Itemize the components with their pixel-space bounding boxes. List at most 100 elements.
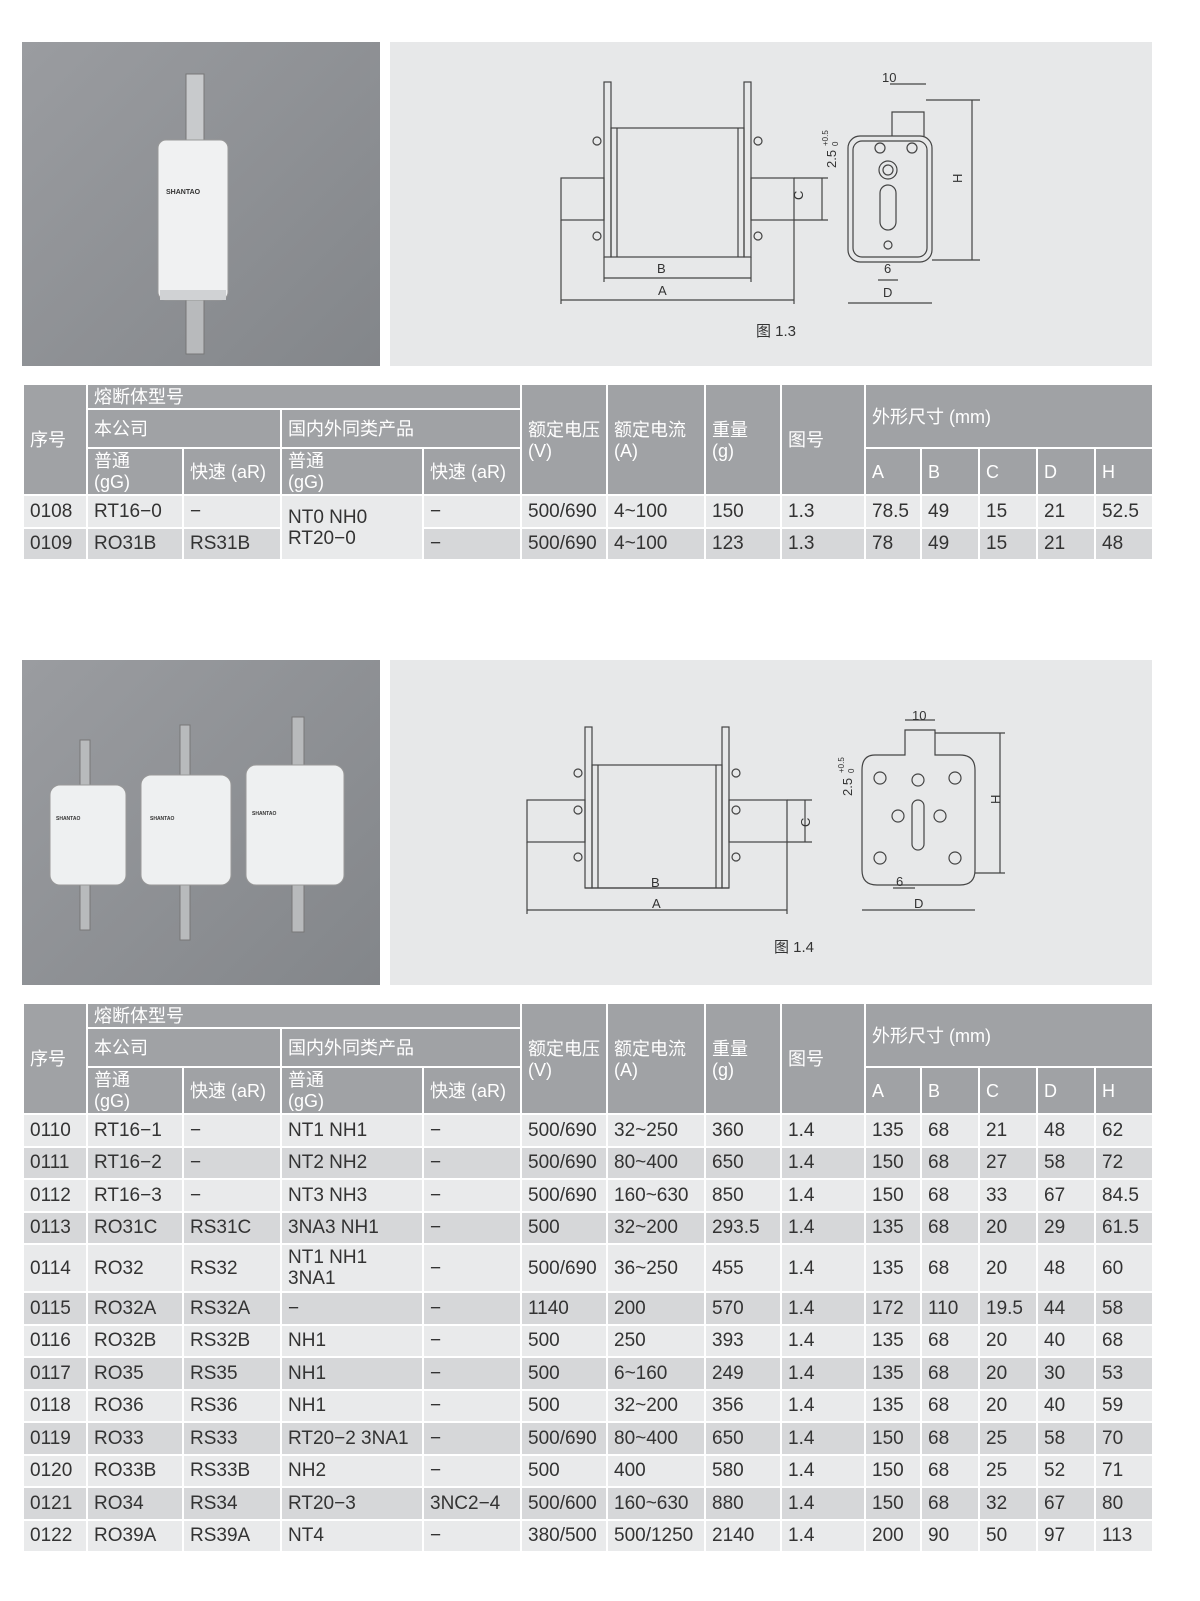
svg-text:6: 6 bbox=[896, 874, 903, 889]
table-cell: 32~200 bbox=[606, 1210, 706, 1245]
table-cell: 160~630 bbox=[606, 1178, 706, 1213]
header-similar: 国内外同类产品 bbox=[280, 1027, 522, 1068]
table-cell: RO34 bbox=[86, 1486, 184, 1521]
table-cell: 135 bbox=[864, 1323, 922, 1358]
table-cell: RO31C bbox=[86, 1210, 184, 1245]
header-similar-normal: 普通 (gG) bbox=[280, 447, 424, 496]
dimension-drawing-1-3: 10 2.5 +0.5 0 H C B A 6 D 图 1.3 bbox=[560, 70, 980, 340]
table-cell: 80~400 bbox=[606, 1421, 706, 1456]
table-cell: 0117 bbox=[22, 1356, 88, 1391]
table-cell: 20 bbox=[978, 1388, 1038, 1423]
header-voltage: 额定电压 (V) bbox=[520, 1002, 608, 1115]
table-cell: 249 bbox=[704, 1356, 782, 1391]
header-fuse-model: 熔断体型号 bbox=[86, 1002, 522, 1029]
header-weight: 重量 (g) bbox=[704, 1002, 782, 1115]
table-cell: 500/690 bbox=[520, 1145, 608, 1180]
svg-text:SHANTAO: SHANTAO bbox=[150, 816, 174, 822]
table-cell: 15 bbox=[978, 526, 1038, 561]
header-voltage: 额定电压 (V) bbox=[520, 383, 608, 496]
table-cell: RO39A bbox=[86, 1518, 184, 1553]
table-cell: 850 bbox=[704, 1178, 782, 1213]
table-cell: 68 bbox=[1093, 1323, 1155, 1358]
table-cell: 61.5 bbox=[1093, 1210, 1155, 1245]
table-cell: 500 bbox=[520, 1210, 608, 1245]
header-fast: 快速 (aR) bbox=[182, 447, 282, 496]
table-cell: RO32B bbox=[86, 1323, 184, 1358]
figure-panel-1-4: 10 2.5 +0.5 0 H C B A 6 D 图 1.4 bbox=[390, 660, 1152, 985]
product-photo-nt0: SHANTAO bbox=[22, 42, 380, 366]
table-cell: 172 bbox=[864, 1291, 922, 1326]
table-cell: 150 bbox=[864, 1486, 922, 1521]
table-cell: 0115 bbox=[22, 1291, 88, 1326]
table-cell: 32~250 bbox=[606, 1113, 706, 1148]
table-cell: 50 bbox=[978, 1518, 1038, 1553]
table-cell: 58 bbox=[1036, 1145, 1096, 1180]
table-cell: − bbox=[422, 1356, 522, 1391]
table-cell: RS39A bbox=[182, 1518, 282, 1553]
table-cell: NH1 bbox=[280, 1388, 424, 1423]
table-cell: RT20−2 3NA1 bbox=[280, 1421, 424, 1456]
table-cell: 20 bbox=[978, 1323, 1038, 1358]
table-cell: − bbox=[422, 1518, 522, 1553]
svg-text:SHANTAO: SHANTAO bbox=[252, 811, 276, 817]
table-cell: 68 bbox=[920, 1145, 980, 1180]
table-cell: RO32A bbox=[86, 1291, 184, 1326]
table-cell: RS36 bbox=[182, 1388, 282, 1423]
table-cell: 27 bbox=[978, 1145, 1038, 1180]
table-cell: 880 bbox=[704, 1486, 782, 1521]
table-cell: RS32B bbox=[182, 1323, 282, 1358]
table-cell: 20 bbox=[978, 1356, 1038, 1391]
table-cell: − bbox=[182, 494, 282, 529]
svg-text:+0.5: +0.5 bbox=[821, 130, 830, 146]
header-current: 额定电流 (A) bbox=[606, 1002, 706, 1115]
table-cell: 78 bbox=[864, 526, 922, 561]
table-cell: 70 bbox=[1093, 1421, 1155, 1456]
table-cell: 3NA3 NH1 bbox=[280, 1210, 424, 1245]
header-dimensions: 外形尺寸 (mm) bbox=[863, 1002, 1155, 1068]
table-cell: RT16−3 bbox=[86, 1178, 184, 1213]
header-dim-b: B bbox=[920, 1066, 980, 1115]
svg-text:图 1.4: 图 1.4 bbox=[774, 939, 814, 956]
header-similar-fast: 快速 (aR) bbox=[422, 1066, 522, 1115]
header-similar: 国内外同类产品 bbox=[280, 408, 522, 449]
table-cell: RS35 bbox=[182, 1356, 282, 1391]
table-cell: 500/690 bbox=[520, 1243, 608, 1293]
table-cell: 29 bbox=[1036, 1210, 1096, 1245]
table-cell: 1.4 bbox=[780, 1453, 866, 1488]
table-cell: RT16−1 bbox=[86, 1113, 184, 1148]
table-cell: 48 bbox=[1036, 1243, 1096, 1293]
table-cell: 84.5 bbox=[1093, 1178, 1155, 1213]
table-cell: 71 bbox=[1093, 1453, 1155, 1488]
svg-text:0: 0 bbox=[847, 768, 856, 773]
table-cell: 455 bbox=[704, 1243, 782, 1293]
table-cell: 68 bbox=[920, 1486, 980, 1521]
table-cell: 48 bbox=[1093, 526, 1155, 561]
table-cell: 580 bbox=[704, 1453, 782, 1488]
table-cell: 400 bbox=[606, 1453, 706, 1488]
table-cell: 110 bbox=[920, 1291, 980, 1326]
header-company: 本公司 bbox=[86, 1027, 282, 1068]
table-cell: − bbox=[182, 1145, 282, 1180]
table-cell: − bbox=[422, 1421, 522, 1456]
table-cell: 0108 bbox=[22, 494, 88, 529]
table-cell: 72 bbox=[1093, 1145, 1155, 1180]
table-cell: 58 bbox=[1093, 1291, 1155, 1326]
table-cell: 58 bbox=[1036, 1421, 1096, 1456]
header-dim-c: C bbox=[978, 1066, 1038, 1115]
svg-text:A: A bbox=[658, 283, 667, 298]
table-cell: 0113 bbox=[22, 1210, 88, 1245]
table-cell: 0109 bbox=[22, 526, 88, 561]
header-fast: 快速 (aR) bbox=[182, 1066, 282, 1115]
table-cell: 650 bbox=[704, 1145, 782, 1180]
table-cell: 0122 bbox=[22, 1518, 88, 1553]
svg-text:C: C bbox=[798, 818, 813, 827]
table-cell: 150 bbox=[704, 494, 782, 529]
table-cell: − bbox=[280, 1291, 424, 1326]
table-cell: 78.5 bbox=[864, 494, 922, 529]
table-cell: − bbox=[182, 1113, 282, 1148]
svg-text:+0.5: +0.5 bbox=[837, 757, 846, 773]
